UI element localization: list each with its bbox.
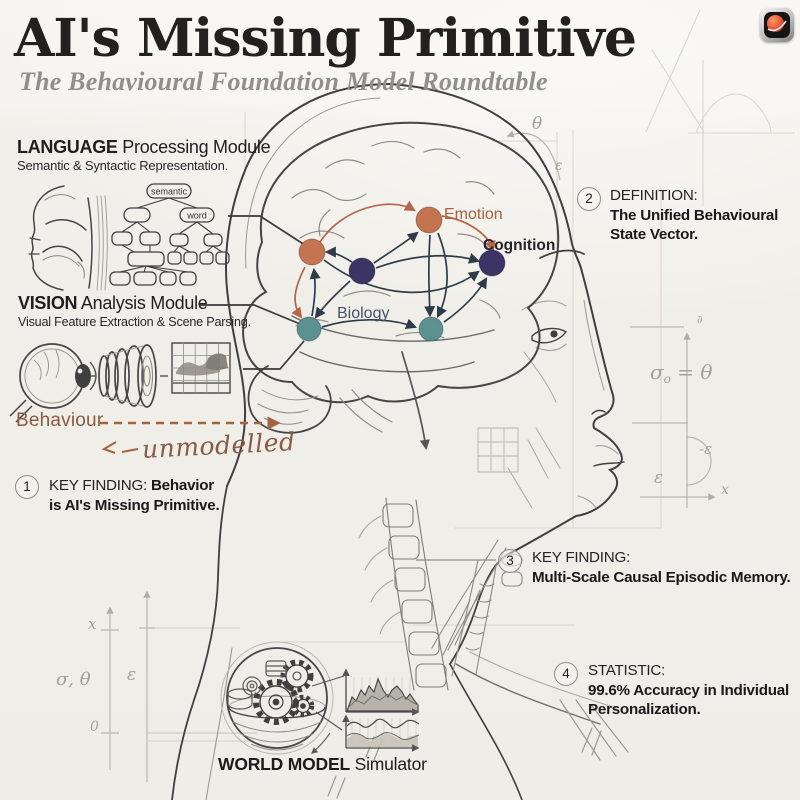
callout-4-number: 4 bbox=[554, 662, 578, 686]
callout-2-text: DEFINITION: The Unified Behavioural Stat… bbox=[610, 186, 788, 245]
mini-charts bbox=[342, 668, 420, 752]
math-axis-label: ∂ bbox=[697, 313, 703, 326]
label-emotion: Emotion bbox=[444, 206, 503, 223]
callout-1-bold-block: is AI's Missing Primitive. bbox=[49, 496, 220, 514]
math-sigma-theta: σ, θ bbox=[56, 669, 91, 690]
callout-3-kicker: KEY FINDING: bbox=[532, 549, 630, 566]
callout-1-kicker: KEY FINDING: bbox=[49, 477, 151, 494]
world-model-sphere bbox=[220, 641, 345, 755]
callout-4-bold-block: 99.6% Accuracy in Individual Personaliza… bbox=[588, 681, 789, 719]
page-subtitle: The Behavioural Foundation Model Roundta… bbox=[19, 67, 548, 96]
brain-network-edges bbox=[291, 200, 496, 330]
callout-2-bold-block: The Unified Behavioural State Vector. bbox=[610, 206, 779, 244]
language-module-heading: LANGUAGE Processing Module bbox=[17, 137, 271, 158]
math-sketch-bottom-left bbox=[101, 590, 258, 782]
camera-app-icon-inner bbox=[764, 12, 790, 38]
construction-lines bbox=[244, 9, 795, 643]
callout-1-number: 1 bbox=[15, 475, 39, 499]
math-sigma-equation: σo = θ bbox=[650, 360, 712, 386]
language-module-subheading: Semantic & Syntactic Representation. bbox=[17, 158, 229, 173]
vocal-tract-sketch bbox=[28, 185, 108, 291]
callout-1-bold-inline: Behavior bbox=[150, 477, 214, 494]
spine-sketch bbox=[358, 497, 449, 691]
callout-3-text: KEY FINDING: Multi-Scale Causal Episodic… bbox=[532, 548, 794, 587]
syntax-tree: semantic word bbox=[109, 183, 230, 286]
language-module-rest: Processing Module bbox=[117, 137, 271, 157]
behaviour-arrow bbox=[100, 416, 281, 454]
callout-4-text: STATISTIC: 99.6% Accuracy in Individual … bbox=[588, 661, 800, 720]
node-emotion-left bbox=[298, 238, 326, 266]
callout-2-number: 2 bbox=[577, 187, 601, 211]
node-cognition-center bbox=[348, 257, 376, 285]
camera-app-icon bbox=[760, 8, 794, 42]
brain-network-nodes bbox=[296, 206, 506, 342]
brain-sketch bbox=[242, 121, 560, 451]
math-neg-epsilon: -ε bbox=[699, 440, 713, 458]
node-biology-left bbox=[296, 316, 322, 342]
math-sketch-right bbox=[506, 130, 716, 508]
callout-3-number: 3 bbox=[498, 549, 522, 573]
math-x-tick: x bbox=[88, 615, 97, 633]
vision-module-rest: Analysis Module bbox=[77, 293, 208, 313]
math-epsilon-left: ε bbox=[127, 665, 137, 685]
math-epsilon-top: ε bbox=[555, 158, 563, 174]
tree-word-label: word bbox=[186, 211, 207, 221]
behaviour-label: Behaviour bbox=[16, 410, 104, 431]
vision-sketch bbox=[9, 342, 231, 423]
vision-module-subheading: Visual Feature Extraction & Scene Parsin… bbox=[18, 315, 251, 329]
math-epsilon-mid: ε bbox=[654, 468, 664, 488]
math-sigma: σ bbox=[650, 360, 664, 384]
math-sigma-sub: o bbox=[663, 372, 671, 386]
world-model-bold: WORLD MODEL bbox=[218, 754, 350, 774]
world-model-label: WORLD MODEL Simulator bbox=[218, 754, 427, 775]
vision-module-heading: VISION Analysis Module bbox=[18, 293, 208, 314]
tree-root-label: semantic bbox=[151, 187, 188, 197]
leader-lines bbox=[200, 215, 496, 561]
world-model-rest: Simulator bbox=[349, 754, 427, 774]
language-module-name: LANGUAGE bbox=[17, 137, 118, 157]
node-biology-mid bbox=[418, 316, 444, 342]
callout-4-kicker: STATISTIC: bbox=[588, 662, 666, 679]
label-cognition: Cognition bbox=[483, 237, 556, 254]
node-emotion bbox=[415, 206, 443, 234]
math-eq-theta: = θ bbox=[677, 360, 713, 384]
callout-2-kicker: DEFINITION: bbox=[610, 187, 698, 204]
camera-swoosh bbox=[767, 20, 787, 32]
math-theta: θ bbox=[532, 114, 543, 134]
math-zero-tick: 0 bbox=[90, 719, 99, 735]
label-biology: Biology bbox=[337, 305, 390, 322]
callout-1-text: KEY FINDING: Behavior is AI's Missing Pr… bbox=[49, 476, 264, 515]
vision-module-name: VISION bbox=[18, 293, 78, 313]
node-cognition bbox=[478, 249, 506, 277]
page-title: AI's Missing Primitive bbox=[14, 8, 637, 69]
math-x-axis-label: x bbox=[721, 482, 729, 498]
callout-3-bold-block: Multi-Scale Causal Episodic Memory. bbox=[532, 568, 791, 586]
